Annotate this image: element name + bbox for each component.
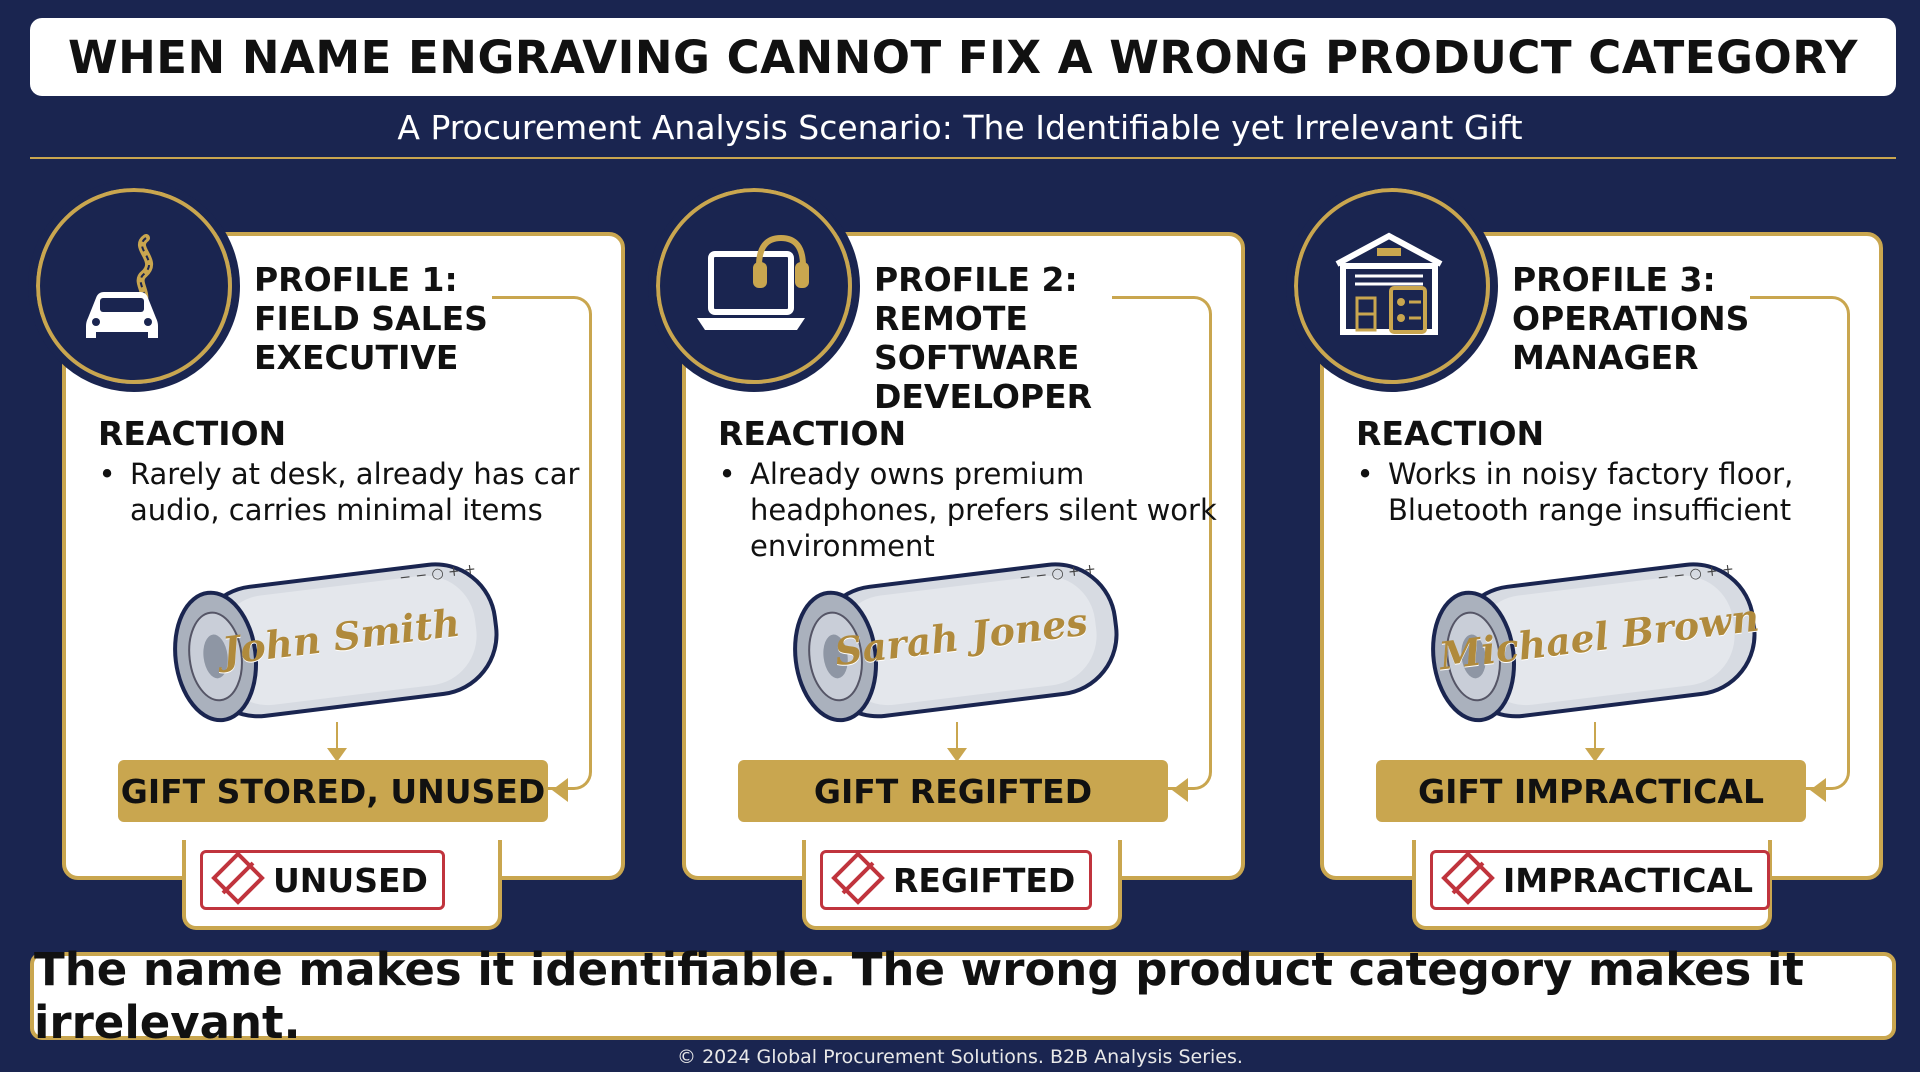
stamp-tab-1: UNUSED	[182, 840, 502, 930]
page-subtitle: A Procurement Analysis Scenario: The Ide…	[397, 108, 1523, 147]
stamp-label: IMPRACTICAL	[1503, 860, 1754, 900]
stamp-diamond-icon	[211, 851, 265, 905]
reaction-bullet: • Works in noisy factory floor, Bluetoot…	[1356, 456, 1876, 528]
arrow-head-icon	[552, 778, 568, 802]
reaction-text: Works in noisy factory floor, Bluetooth …	[1388, 457, 1794, 527]
down-arrow-icon	[1585, 722, 1605, 762]
profile-card-3: PROFILE 3: OPERATIONS MANAGER REACTION •…	[1286, 180, 1883, 880]
outcome-label: GIFT STORED, UNUSED	[118, 760, 548, 822]
conclusion-banner: The name makes it identifiable. The wron…	[30, 943, 1896, 1049]
status-stamp: REGIFTED	[820, 850, 1093, 910]
copyright-notice: © 2024 Global Procurement Solutions. B2B…	[677, 1046, 1243, 1068]
reaction-heading: REACTION	[98, 414, 287, 453]
profile-card-2: PROFILE 2: REMOTE SOFTWARE DEVELOPER REA…	[648, 180, 1245, 880]
reaction-bullet: • Rarely at desk, already has car audio,…	[98, 456, 618, 528]
arrow-head-icon	[1172, 778, 1188, 802]
stamp-tab-2: REGIFTED	[802, 840, 1122, 930]
conclusion-text: The name makes it identifiable. The wron…	[34, 943, 1804, 1049]
reaction-text: Already owns premium headphones, prefers…	[750, 457, 1217, 563]
bullet-icon: •	[98, 457, 116, 491]
engraved-speaker-image: − − ○ + + Sarah Jones	[776, 546, 1146, 726]
down-arrow-icon	[327, 722, 347, 762]
profile-title: PROFILE 3: OPERATIONS MANAGER	[1512, 260, 1750, 377]
engraved-speaker-image: − − ○ + + Michael Brown	[1414, 546, 1784, 726]
arrow-head-icon	[1810, 778, 1826, 802]
stamp-tab-3: IMPRACTICAL	[1412, 840, 1772, 930]
car-on-road-icon	[28, 180, 240, 392]
warehouse-clipboard-icon	[1286, 180, 1498, 392]
reaction-heading: REACTION	[1356, 414, 1545, 453]
reaction-heading: REACTION	[718, 414, 907, 453]
status-stamp: UNUSED	[200, 850, 445, 910]
page-title: WHEN NAME ENGRAVING CANNOT FIX A WRONG P…	[68, 30, 1858, 84]
stamp-diamond-icon	[831, 851, 885, 905]
profile-title: PROFILE 1: FIELD SALES EXECUTIVE	[254, 260, 488, 377]
stamp-diamond-icon	[1441, 851, 1495, 905]
bullet-icon: •	[718, 457, 736, 491]
status-stamp: IMPRACTICAL	[1430, 850, 1771, 910]
outcome-label: GIFT REGIFTED	[738, 760, 1168, 822]
reaction-text: Rarely at desk, already has car audio, c…	[130, 457, 580, 527]
bullet-icon: •	[1356, 457, 1374, 491]
laptop-headphones-icon	[648, 180, 860, 392]
down-arrow-icon	[947, 722, 967, 762]
divider	[30, 157, 1896, 159]
outcome-label: GIFT IMPRACTICAL	[1376, 760, 1806, 822]
reaction-bullet: • Already owns premium headphones, prefe…	[718, 456, 1238, 564]
engraved-speaker-image: − − ○ + + John Smith	[156, 546, 526, 726]
profile-card-1: PROFILE 1: FIELD SALES EXECUTIVE REACTIO…	[28, 180, 625, 880]
stamp-label: UNUSED	[273, 860, 428, 900]
stamp-label: REGIFTED	[893, 860, 1076, 900]
title-banner: WHEN NAME ENGRAVING CANNOT FIX A WRONG P…	[30, 18, 1896, 96]
profile-title: PROFILE 2: REMOTE SOFTWARE DEVELOPER	[874, 260, 1093, 416]
